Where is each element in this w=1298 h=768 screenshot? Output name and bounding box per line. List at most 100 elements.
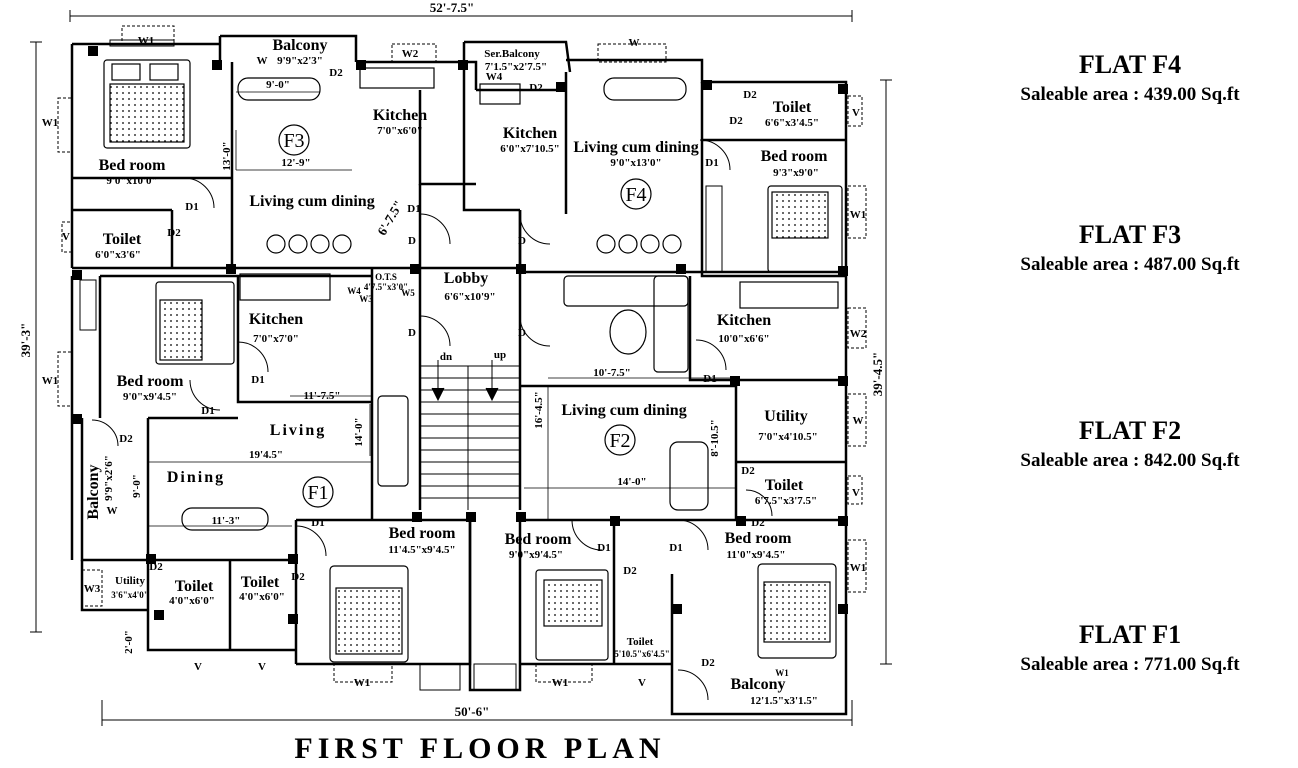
room-size: 5'10.5"x6'4.5" <box>614 649 670 659</box>
inner-dim: 9'-0" <box>266 79 290 91</box>
room-name: Balcony <box>85 464 102 519</box>
tag: D2 <box>751 517 765 529</box>
room-name: Living <box>270 422 326 439</box>
room-name: Toilet <box>773 99 812 116</box>
tag: W1 <box>850 209 867 221</box>
tag: W1 <box>138 35 155 47</box>
room-name: Bed room <box>99 157 166 174</box>
tag: W1 <box>552 677 569 689</box>
tag: W4 <box>347 286 361 296</box>
room-name: Kitchen <box>503 125 557 142</box>
room-size: 9'0"x10'0" <box>106 175 157 187</box>
room-name: Dining <box>167 469 225 486</box>
room-size: 4'7.5"x3'0" <box>364 282 408 292</box>
room-size: 7'0"x6'0" <box>377 125 423 137</box>
room-size: 9'9"x2'6" <box>103 455 115 501</box>
tag: V <box>258 661 266 673</box>
room-size: 9'0"x9'4.5" <box>123 391 177 403</box>
tag: D <box>408 235 416 247</box>
plan-title: FIRST FLOOR PLAN <box>294 732 665 765</box>
tag: D2 <box>701 657 715 669</box>
dimension-lines <box>30 10 892 726</box>
room-name: Kitchen <box>717 312 771 329</box>
tag: D1 <box>705 157 718 169</box>
tag: D2 <box>329 67 343 79</box>
room-name: Lobby <box>444 270 488 287</box>
flat-code-markers: F3 F4 F1 F2 <box>278 124 652 508</box>
room-name: Ser.Balcony <box>484 48 540 60</box>
inner-dim: 12'-9" <box>281 157 310 169</box>
flat-code-f4: F4 <box>625 184 646 206</box>
tag: V <box>638 677 646 689</box>
tag: up <box>494 349 506 361</box>
tag: D1 <box>669 542 682 554</box>
tag: D2 <box>291 571 305 583</box>
room-name: Living cum dining <box>573 139 698 156</box>
opening-tags: W1 W D2 W2 W4 D2 W D2 D2 V D1 W1 W1 D1 D… <box>42 35 867 689</box>
inner-dim: 14'-0" <box>353 417 365 446</box>
room-size: 12'1.5"x3'1.5" <box>750 695 818 707</box>
tag: V <box>62 231 70 243</box>
room-size: 7'0"x7'0" <box>253 333 299 345</box>
inner-dim: 8'-10.5" <box>709 419 721 457</box>
room-name: Kitchen <box>373 107 427 124</box>
room-size: 6'7.5"x3'7.5" <box>755 495 817 507</box>
flat-area: Saleable area : 487.00 Sq.ft <box>1020 254 1240 275</box>
flat-name: FLAT F2 <box>1078 416 1182 445</box>
tag: W5 <box>401 288 415 298</box>
tag: V <box>194 661 202 673</box>
flat-code-f3: F3 <box>283 130 304 152</box>
tag: W1 <box>42 375 59 387</box>
windows <box>57 25 867 691</box>
tag: D1 <box>703 373 716 385</box>
tag: V <box>852 107 860 119</box>
tag: D2 <box>149 561 163 573</box>
room-size: 6'0"x3'6" <box>95 249 141 261</box>
room-name: Toilet <box>241 574 280 591</box>
room-size: 7'0"x4'10.5" <box>758 431 818 443</box>
flat-name: FLAT F1 <box>1078 620 1182 649</box>
dim-top: 52'-7.5" <box>430 0 474 15</box>
tag: D2 <box>741 465 755 477</box>
tag: W1 <box>850 562 867 574</box>
inner-dim: 11'-3" <box>212 515 241 527</box>
tag: D2 <box>529 82 543 94</box>
tag: D2 <box>623 565 637 577</box>
tag: D2 <box>729 115 743 127</box>
tag: W4 <box>486 71 503 83</box>
tag: W1 <box>354 677 371 689</box>
tag: D2 <box>743 89 757 101</box>
room-size: 6'6"x10'9" <box>444 291 495 303</box>
room-size: 6'0"x7'10.5" <box>500 143 560 155</box>
tag: D <box>518 327 526 339</box>
tag: W1 <box>775 668 789 678</box>
room-name: Bed room <box>505 531 572 548</box>
flat-area: Saleable area : 842.00 Sq.ft <box>1020 450 1240 471</box>
columns <box>72 46 848 624</box>
flat-area: Saleable area : 771.00 Sq.ft <box>1020 654 1240 675</box>
room-size: 11'4.5"x9'4.5" <box>388 544 455 556</box>
flat-entry: FLAT F4 Saleable area : 439.00 Sq.ft <box>980 50 1280 106</box>
tag: D1 <box>407 203 420 215</box>
inner-dim: 16'-4.5" <box>533 391 545 429</box>
room-size: 3'6"x4'0" <box>111 590 149 600</box>
room-size: 6'6"x3'4.5" <box>765 117 819 129</box>
room-name: Utility <box>764 408 808 425</box>
room-name: Living cum dining <box>561 402 686 419</box>
door-swings <box>91 139 773 701</box>
room-name: Kitchen <box>249 311 303 328</box>
inner-dim: 2'-0" <box>123 630 135 654</box>
room-size: 9'9"x2'3" <box>277 55 323 67</box>
tag: D2 <box>167 227 181 239</box>
room-labels: Bed room 9'0"x10'0" Balcony 9'9"x2'3" Ki… <box>85 37 828 707</box>
tag: W <box>629 37 640 49</box>
inner-dim: 9'-0" <box>131 474 143 498</box>
dim-right: 39'-4.5" <box>870 352 885 396</box>
tag: D <box>518 235 526 247</box>
flat-entry: FLAT F2 Saleable area : 842.00 Sq.ft <box>980 416 1280 472</box>
flat-name: FLAT F3 <box>1078 220 1182 249</box>
room-name: Bed room <box>761 148 828 165</box>
tag: D1 <box>185 201 198 213</box>
dim-left: 39'-3" <box>18 323 33 358</box>
tag: W <box>107 505 118 517</box>
